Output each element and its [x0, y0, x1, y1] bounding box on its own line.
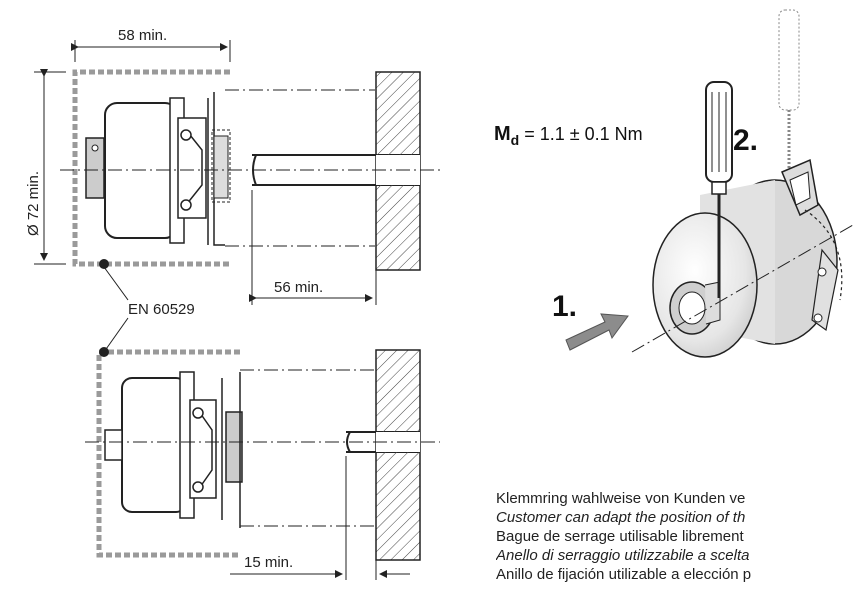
step-1-label: 1.: [552, 290, 577, 323]
step-2-label: 2.: [733, 124, 758, 157]
bottom-connector: [225, 411, 243, 483]
top-view: 58 min. Ø 72 min. 56 min.: [25, 27, 440, 305]
screwdriver: [705, 81, 733, 298]
dim-diameter: Ø 72 min.: [25, 171, 42, 236]
torque-value: = 1.1 ± 0.1 Nm: [519, 124, 642, 144]
screwdriver-ghost: [778, 9, 800, 175]
torque-subscript: d: [511, 132, 520, 148]
top-connector: [85, 137, 105, 199]
note-line-es: Anillo de fijación utilizable a elección…: [496, 566, 752, 583]
bottom-encoder-body: [121, 377, 187, 513]
bottom-housing-outline: [96, 349, 240, 558]
top-housing-dot: [99, 259, 109, 269]
installation-view: Md = 1.1 ± 0.1 Nm: [494, 9, 853, 358]
note-line-it: Anello di serraggio utilizzabile a scelt…: [496, 547, 750, 564]
note-line-de: Klemmring wahlweise von Kunden ve: [496, 490, 746, 507]
multilingual-note: Klemmring wahlweise von Kunden ve Custom…: [496, 489, 853, 584]
dim-shaft-length: 56 min.: [274, 279, 323, 296]
bottom-view: 15 min.: [85, 347, 440, 580]
bottom-wall: [375, 349, 421, 561]
torque-label: Md = 1.1 ± 0.1 Nm: [494, 123, 643, 148]
standard-callout: EN 60529: [103, 266, 195, 353]
note-line-en: Customer can adapt the position of th: [496, 509, 746, 526]
dim-top-width: 58 min.: [118, 27, 167, 44]
standard-label: EN 60529: [128, 301, 195, 318]
note-line-fr: Bague de serrage utilisable librement: [496, 528, 744, 545]
top-housing-outline: [72, 69, 230, 267]
insertion-arrow: [565, 313, 629, 351]
dim-lower-depth: 15 min.: [244, 554, 293, 571]
bottom-housing-dot: [99, 347, 109, 357]
torque-symbol: M: [494, 123, 511, 145]
